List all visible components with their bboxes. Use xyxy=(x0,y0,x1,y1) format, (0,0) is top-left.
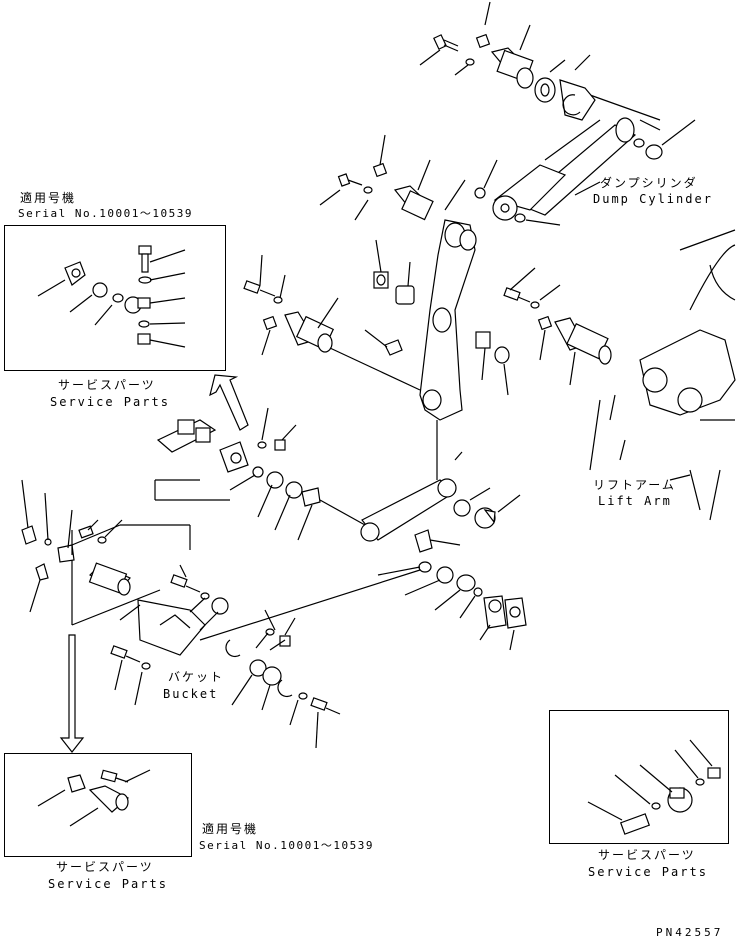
dump-cylinder-jp: ダンプシリンダ xyxy=(600,176,698,190)
service-parts-en-left: Service Parts xyxy=(50,395,170,409)
middle-link-parts xyxy=(154,407,321,541)
service-parts-en-bottom-left: Service Parts xyxy=(48,877,168,891)
pin-mid xyxy=(319,134,434,221)
inset-bottom-left-parts xyxy=(37,769,151,827)
service-parts-en-bottom-right: Service Parts xyxy=(588,865,708,879)
dump-cylinder xyxy=(492,94,661,221)
dump-cylinder-en: Dump Cylinder xyxy=(593,192,713,206)
service-parts-inset-top-left xyxy=(4,225,226,371)
bucket-area xyxy=(71,524,241,658)
bucket-jp: バケット xyxy=(168,670,225,684)
applicable-heading-top: 適用号機 xyxy=(20,191,77,205)
service-parts-inset-bottom-right xyxy=(549,710,729,844)
pin-right xyxy=(503,267,612,386)
cylinder-pin-top xyxy=(490,24,596,121)
service-parts-jp-bottom-left: サービスパーツ xyxy=(56,860,154,874)
bucket-bolts xyxy=(110,564,341,749)
lift-arm-jp: リフトアーム xyxy=(593,478,676,492)
bolt-top xyxy=(419,1,491,76)
link-rod xyxy=(319,451,521,553)
applicable-heading-bottom: 適用号機 xyxy=(202,822,259,836)
bucket-en: Bucket xyxy=(163,687,219,701)
lift-arm xyxy=(589,229,736,521)
left-small-parts xyxy=(21,479,123,613)
serial-range-top: Serial No.10001～10539 xyxy=(18,207,193,220)
part-number: PN42557 xyxy=(656,926,724,938)
arrow-down xyxy=(59,634,85,753)
serial-range-bottom: Serial No.10001～10539 xyxy=(199,839,374,852)
pin-left xyxy=(243,254,421,391)
inset-bottom-right-parts xyxy=(587,739,721,835)
inset-top-parts xyxy=(37,245,186,348)
lower-washers xyxy=(199,561,527,651)
service-parts-inset-bottom-left xyxy=(4,753,192,857)
service-parts-jp-left: サービスパーツ xyxy=(58,378,156,392)
service-parts-jp-bottom-right: サービスパーツ xyxy=(598,848,696,862)
bellcrank xyxy=(419,179,477,480)
lift-arm-en: Lift Arm xyxy=(598,494,672,508)
